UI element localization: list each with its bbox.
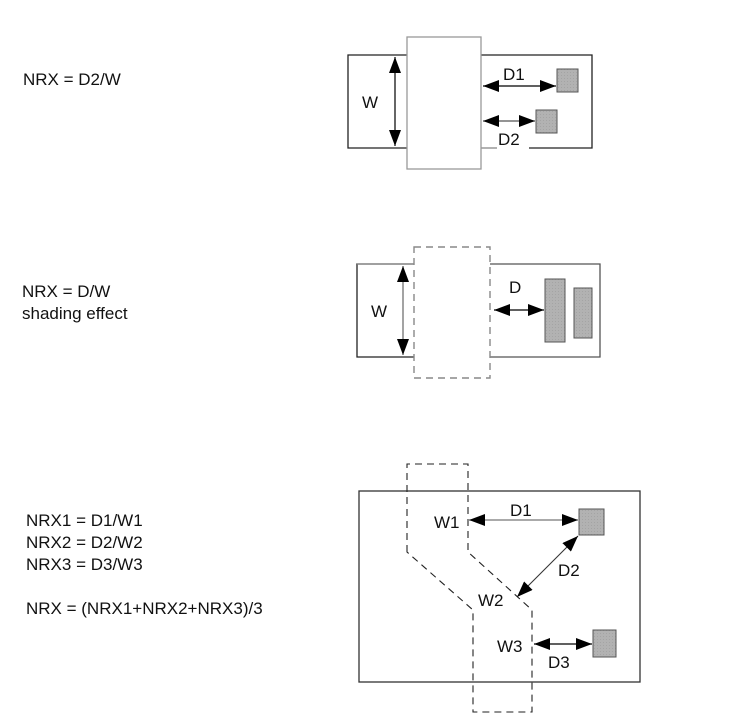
distance-label-d2: D2 (498, 130, 520, 149)
formula-basic: NRX = D2/W (23, 69, 121, 91)
gate-box (406, 36, 482, 170)
active-region-outline (481, 54, 593, 149)
formula-line: NRX3 = D3/W3 (26, 555, 143, 574)
contact-bar-small (573, 287, 593, 339)
formula-line: NRX = (NRX1+NRX2+NRX3)/3 (26, 599, 263, 618)
distance-label-d1: D1 (510, 501, 532, 520)
width-label-w1: W1 (434, 513, 460, 532)
gate-box-dashed (413, 246, 491, 379)
formula-shading: NRX = D/W shading effect (22, 281, 128, 325)
diagram-shading: W D (356, 246, 601, 379)
active-region-outline (490, 263, 601, 358)
width-label: W (362, 93, 378, 112)
gate-bent-dashed (406, 463, 533, 713)
distance-label-d2: D2 (558, 561, 580, 580)
contact-square (556, 68, 579, 93)
width-label: W (371, 302, 387, 321)
distance-label-d: D (509, 278, 521, 297)
formula-bent: NRX1 = D1/W1 NRX2 = D2/W2 NRX3 = D3/W3 N… (26, 510, 263, 620)
active-region-outline (358, 490, 641, 683)
formula-line: NRX = D/W (22, 282, 111, 301)
formula-line: NRX = D2/W (23, 70, 121, 89)
contact-square (535, 109, 558, 134)
contact-square (592, 629, 617, 658)
diagram-bent: D1 W1 D2 W2 D3 W3 (358, 463, 641, 713)
formula-line: NRX2 = D2/W2 (26, 533, 143, 552)
formula-line: NRX1 = D1/W1 (26, 511, 143, 530)
distance-arrow-d2 (516, 535, 579, 598)
active-region-outline (347, 54, 407, 149)
distance-label-d1: D1 (503, 65, 525, 84)
distance-label-d3: D3 (548, 653, 570, 672)
width-label-w2: W2 (478, 591, 504, 610)
diagram-basic: W D1 D2 (347, 36, 593, 170)
formula-note: shading effect (22, 304, 128, 323)
width-label-w3: W3 (497, 637, 523, 656)
contact-bar-large (544, 278, 566, 343)
contact-square (578, 508, 605, 536)
